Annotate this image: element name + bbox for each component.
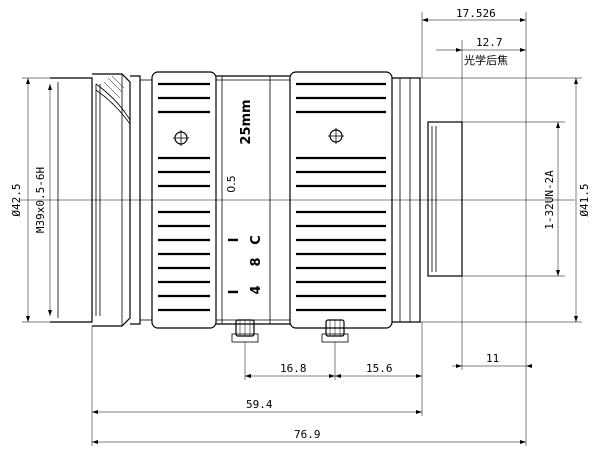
svg-text:15.6: 15.6 — [366, 362, 393, 375]
index-tick-mark: I — [227, 238, 242, 243]
dim-screw-spacing: 16.8 15.6 — [244, 322, 423, 380]
aperture-c-mark: C — [249, 235, 264, 245]
svg-text:Ø42.5: Ø42.5 — [10, 183, 23, 216]
svg-text:12.7: 12.7 — [476, 36, 503, 49]
center-body — [216, 75, 290, 325]
focus-ring — [151, 71, 217, 329]
front-filter-section — [50, 73, 152, 327]
aperture-8-mark: 8 — [249, 257, 264, 266]
aperture-ring — [289, 71, 393, 329]
aperture-4-mark: 4 — [249, 285, 264, 294]
dim-mount-thread: 1-32UN-2A — [543, 122, 560, 276]
dim-flange-back: 17.526 — [421, 7, 527, 446]
dim-body-length: 59.4 — [91, 326, 423, 446]
focus-lock-screw — [231, 319, 259, 343]
svg-text:16.8: 16.8 — [280, 362, 307, 375]
dim-mount-length: 11 — [452, 276, 532, 370]
focal-length-mark: 25mm — [239, 99, 254, 144]
svg-text:59.4: 59.4 — [246, 398, 273, 411]
rear-body — [392, 77, 421, 323]
svg-text:1-32UN-2A: 1-32UN-2A — [543, 170, 556, 230]
svg-text:光学后焦: 光学后焦 — [464, 53, 508, 67]
svg-text:Ø41.5: Ø41.5 — [578, 183, 591, 216]
dim-body-diameter: Ø41.5 — [420, 77, 591, 323]
svg-text:76.9: 76.9 — [294, 428, 321, 441]
c-mount-thread — [427, 121, 565, 277]
min-focus-mark: 0.5 — [225, 175, 238, 193]
index-tick-mark-2: I — [227, 290, 242, 295]
svg-text:11: 11 — [486, 352, 499, 365]
dim-total-length: 76.9 — [92, 428, 526, 444]
dim-optical-back-focus: 12.7 光学后焦 — [436, 36, 526, 122]
svg-text:M39x0.5-6H: M39x0.5-6H — [34, 167, 47, 233]
svg-text:17.526: 17.526 — [456, 7, 496, 20]
aperture-lock-screw — [321, 319, 349, 343]
dim-filter-thread: M39x0.5-6H — [34, 84, 52, 316]
dim-front-diameter: Ø42.5 — [10, 77, 50, 323]
